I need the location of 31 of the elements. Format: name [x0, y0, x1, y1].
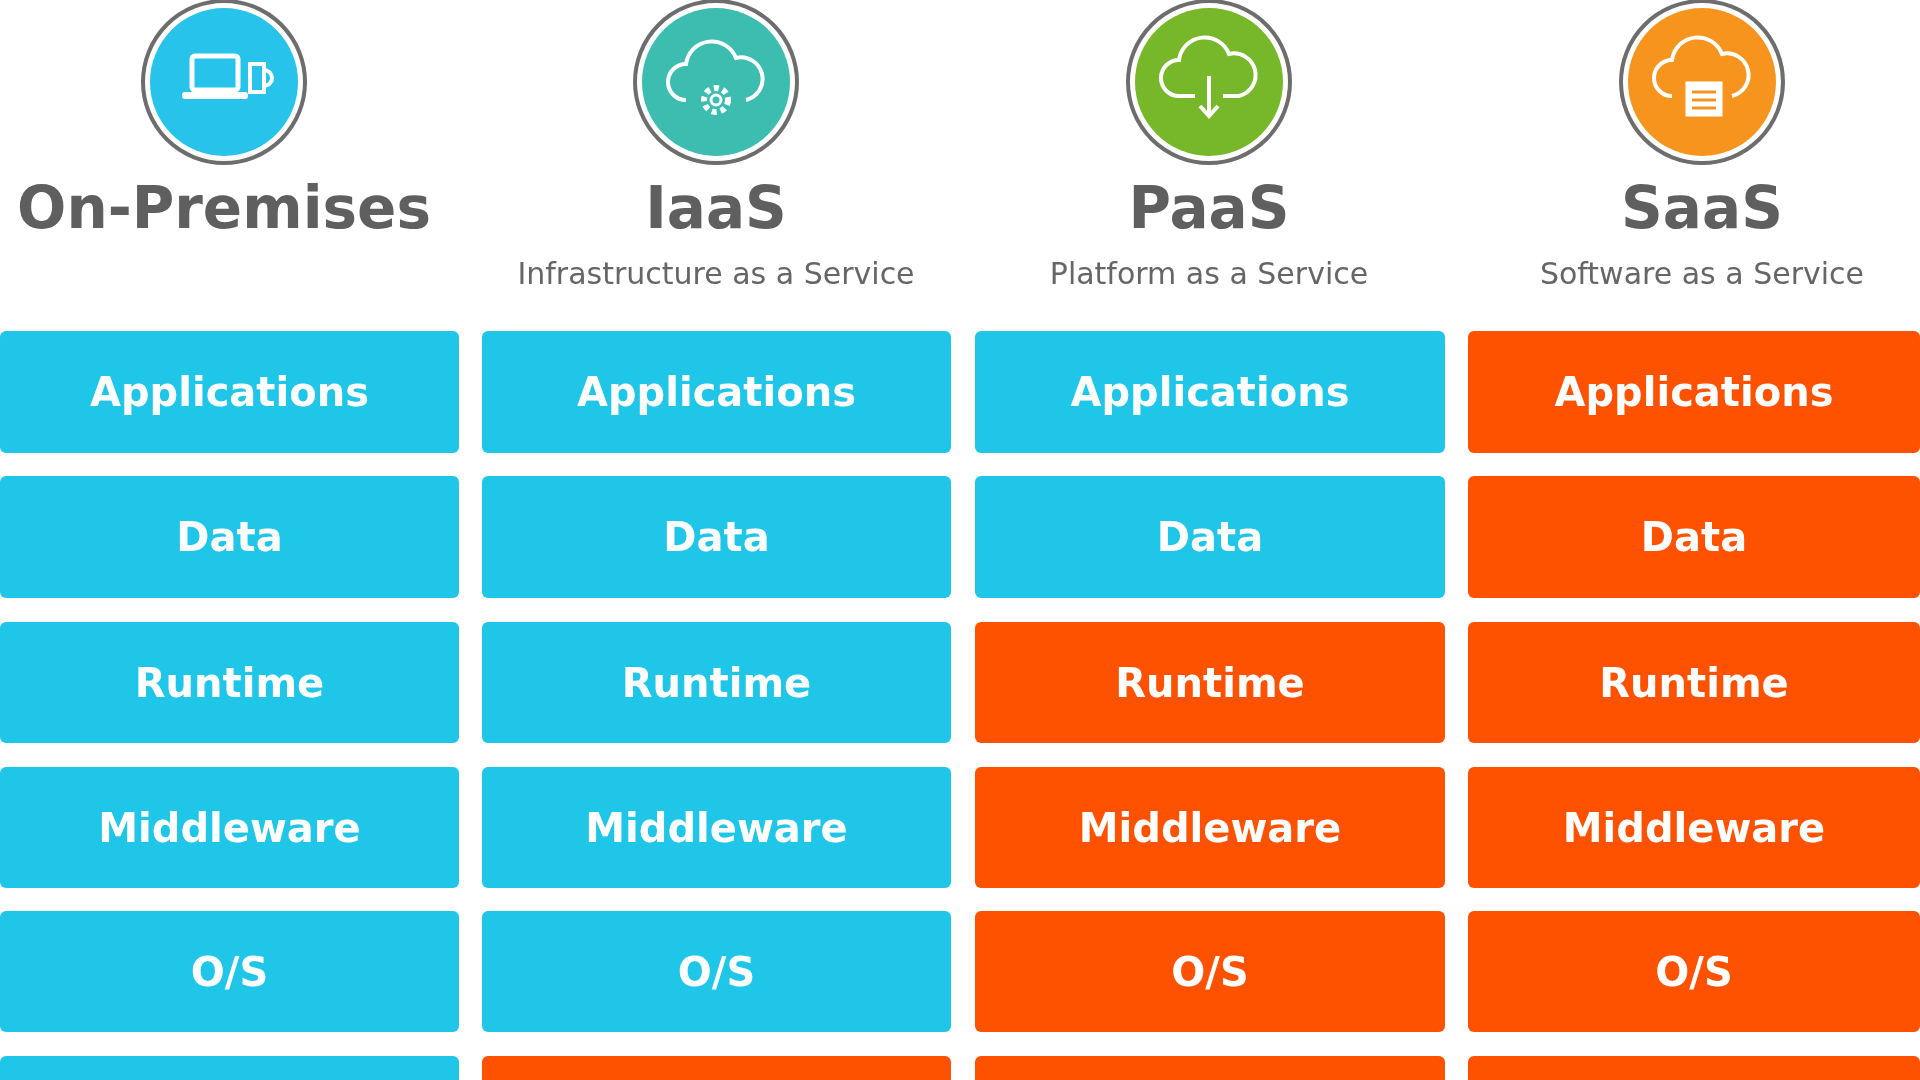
- layer-box: [0, 1056, 459, 1080]
- layer-box: Middleware: [482, 767, 951, 888]
- layer-box: Data: [975, 476, 1445, 598]
- column-heading: PaaS: [1128, 174, 1290, 242]
- column-heading: IaaS: [645, 174, 787, 242]
- layer-box: O/S: [0, 911, 459, 1032]
- layer-box: Runtime: [482, 622, 951, 743]
- column-heading: SaaS: [1621, 174, 1783, 242]
- layer-box: Data: [1468, 476, 1920, 598]
- layer-box: Applications: [975, 331, 1445, 453]
- column-subtitle: Software as a Service: [1539, 256, 1865, 291]
- layer-box: Runtime: [0, 622, 459, 743]
- layer-box: O/S: [975, 911, 1445, 1032]
- layer-box: Middleware: [975, 767, 1445, 888]
- layer-box: O/S: [1468, 911, 1920, 1032]
- column-subtitle: Platform as a Service: [1049, 256, 1369, 291]
- column-subtitle: Infrastructure as a Service: [517, 256, 915, 291]
- layer-box: Runtime: [975, 622, 1445, 743]
- layer-box: Applications: [1468, 331, 1920, 453]
- layer-box: Data: [482, 476, 951, 598]
- layer-box: Middleware: [0, 767, 459, 888]
- layer-box: Middleware: [1468, 767, 1920, 888]
- column-heading: On-Premises: [17, 174, 431, 242]
- layer-box: [1468, 1056, 1920, 1080]
- layer-box: O/S: [482, 911, 951, 1032]
- layer-box: [482, 1056, 951, 1080]
- layer-box: Data: [0, 476, 459, 598]
- layer-box: Applications: [482, 331, 951, 453]
- layer-box: [975, 1056, 1445, 1080]
- layer-box: Applications: [0, 331, 459, 453]
- layer-box: Runtime: [1468, 622, 1920, 743]
